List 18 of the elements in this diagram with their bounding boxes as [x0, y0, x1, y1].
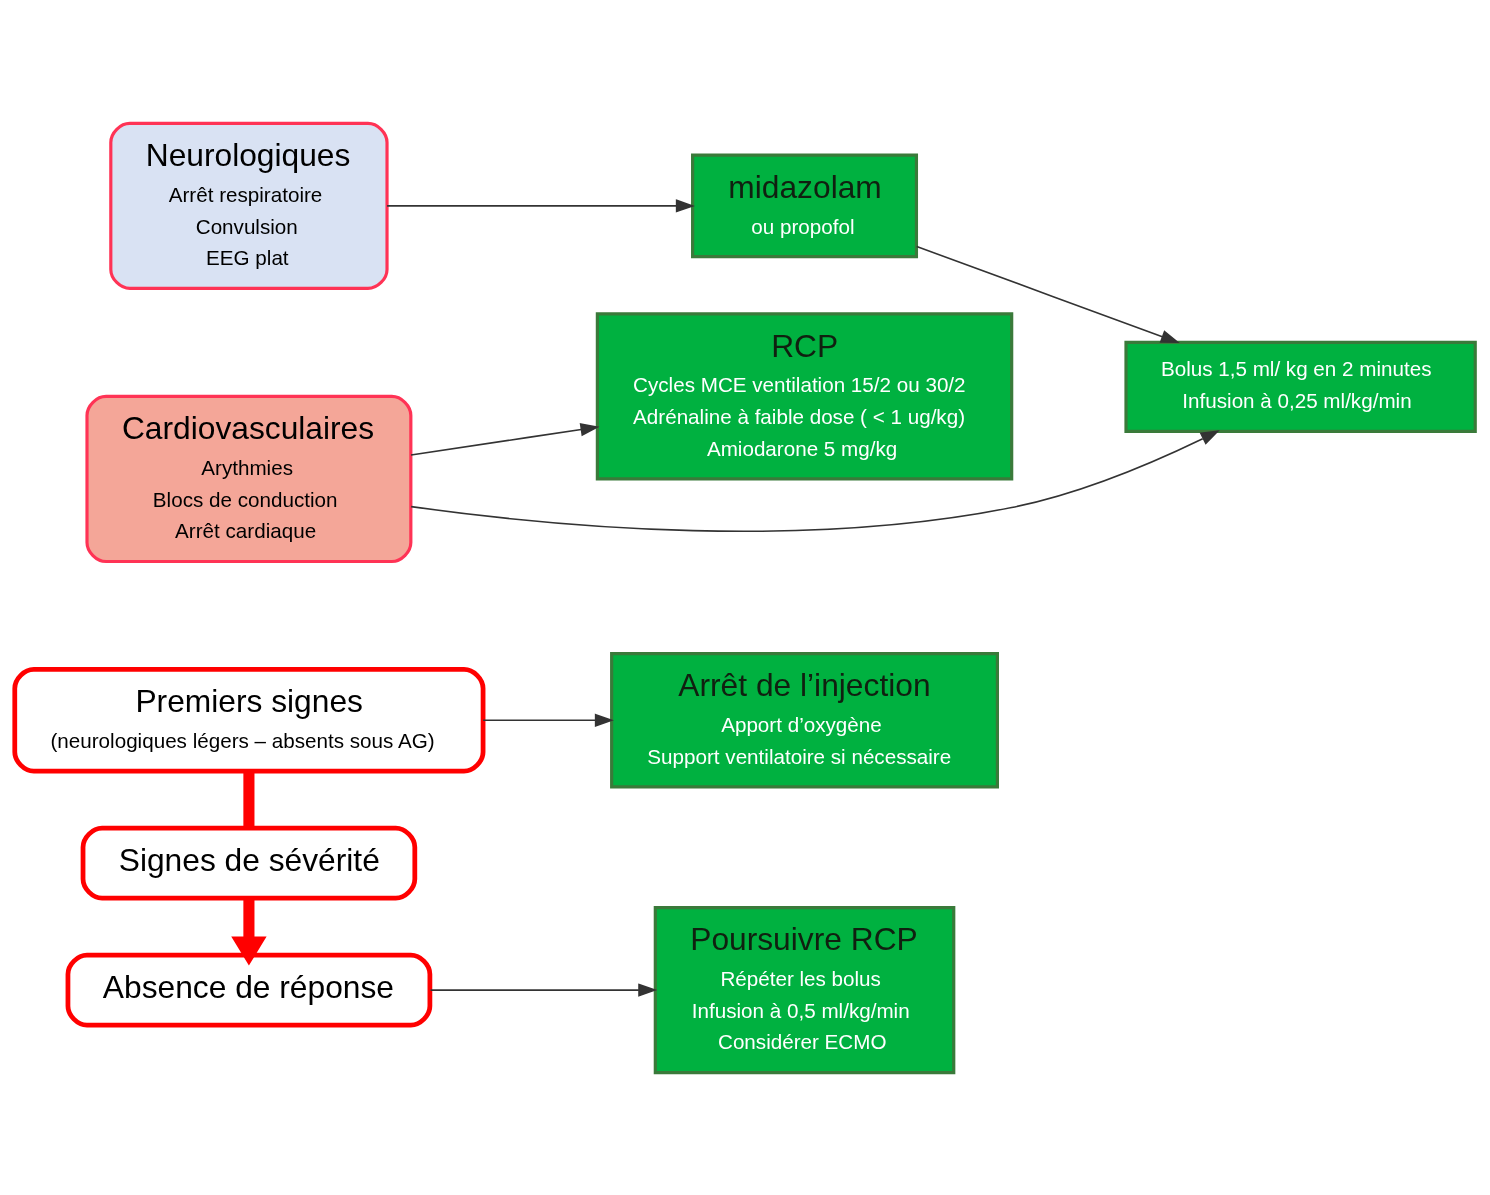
node-box: RCP Cycles MCE ventilation 15/2 ou 30/2 Adrénaline à faible dose ( < 1 ug/kg) Amiodarone 5 mg/kg [595, 311, 1014, 481]
arrow [915, 245, 1180, 343]
arrow [231, 897, 267, 965]
node-box: Cardiovasculaires Arythmies Blocs de conduction Arrêt cardiaque [85, 394, 413, 563]
node-box: Poursuivre RCP Répéter les bolus Infusion à 0,5 ml/kg/min Considérer ECMO [653, 905, 956, 1074]
arrow [410, 422, 600, 456]
arrow [429, 982, 658, 997]
arrow [482, 713, 614, 727]
node-box: Arrêt de l’injection Apport d’oxygène Support ventilatoire si nécessaire [610, 651, 999, 788]
node-box: Absence de réponse [65, 952, 433, 1027]
connector [243, 770, 255, 828]
node-box: Bolus 1,5 ml/ kg en 2 minutes Infusion à 0,25 ml/kg/min [1124, 340, 1477, 433]
node-box: Signes de sévérité [80, 825, 418, 900]
node-box: Premiers signes (neurologiques légers – absents sous AG) [12, 666, 486, 773]
arrow [386, 198, 695, 213]
arrow [410, 429, 1220, 532]
node-box: midazolam ou propofol [691, 153, 919, 258]
node-box: Neurologiques Arrêt respiratoire Convulsion EEG plat [109, 121, 389, 290]
